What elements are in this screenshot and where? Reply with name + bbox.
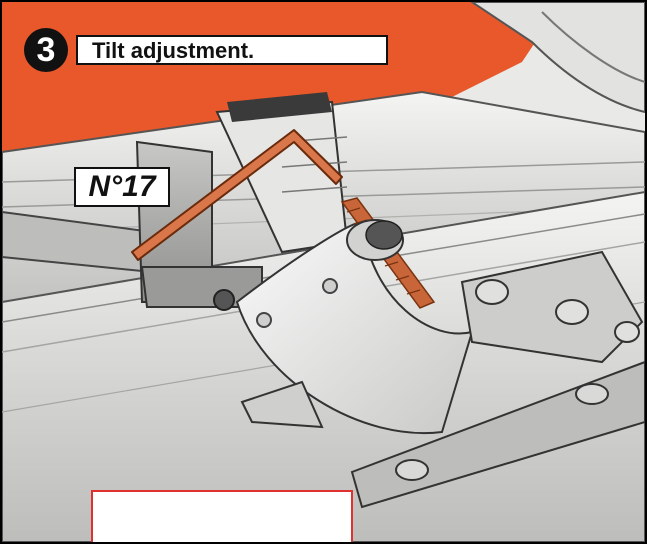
step-title: Tilt adjustment. xyxy=(76,35,388,65)
motor-housing xyxy=(470,2,645,114)
warning-box xyxy=(91,490,353,542)
allen-key-icon xyxy=(131,129,343,261)
tool-size-label: N°17 xyxy=(74,167,170,207)
step-number-badge: 3 xyxy=(24,28,68,72)
